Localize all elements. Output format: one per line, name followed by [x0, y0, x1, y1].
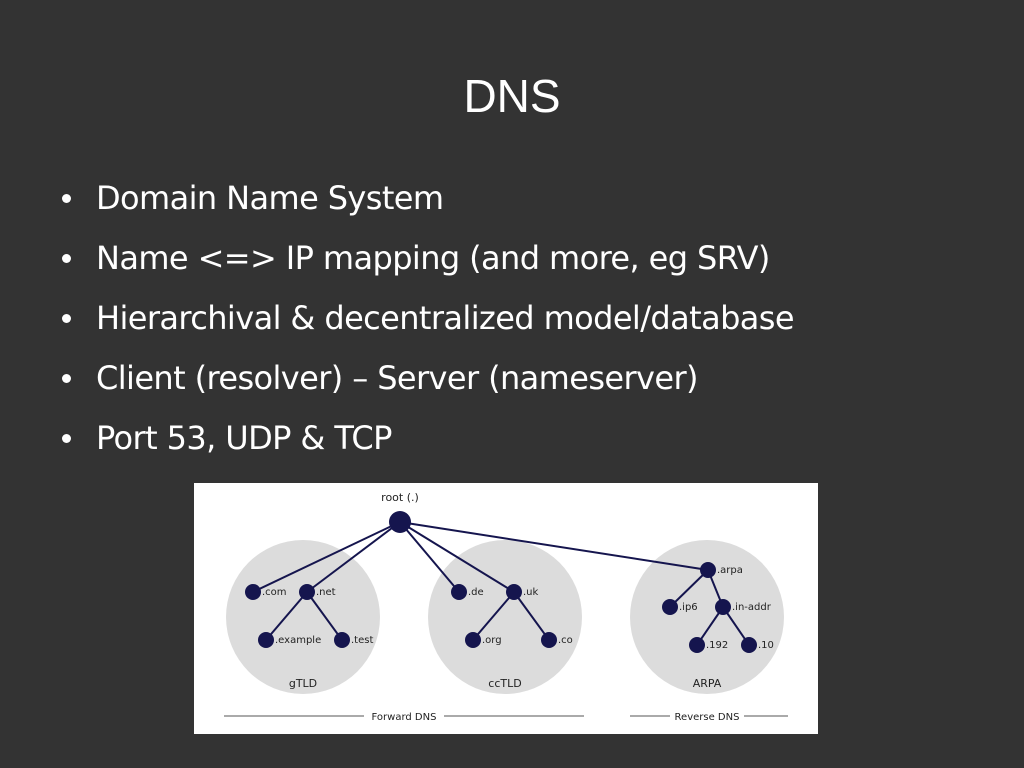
root-node	[389, 511, 411, 533]
n192-node	[689, 637, 705, 653]
bullet-list: Domain Name System Name <=> IP mapping (…	[58, 172, 795, 472]
bullet-item: Hierarchival & decentralized model/datab…	[58, 292, 795, 352]
bullet-item: Domain Name System	[58, 172, 794, 232]
bullet-text: Client (resolver) – Server (nameserver)	[96, 359, 699, 397]
org-node	[465, 632, 481, 648]
uk-label: .uk	[523, 587, 539, 598]
edge-root-com	[252, 521, 401, 593]
com-label: .com	[262, 587, 287, 598]
cctld-group-circle	[428, 540, 582, 694]
bullet-dot-icon	[62, 314, 71, 323]
reverse-dns-label: Reverse DNS	[675, 712, 740, 723]
cctld-label: ccTLD	[488, 677, 521, 690]
arpa-group-circle	[630, 540, 784, 694]
arpa-label: .arpa	[717, 565, 743, 576]
edge-root-de	[399, 521, 460, 593]
edge-net-test	[306, 591, 343, 641]
ip6-label: .ip6	[679, 602, 698, 613]
test-node	[334, 632, 350, 648]
bullet-item: Client (resolver) – Server (nameserver)	[58, 352, 794, 412]
ip6-node	[662, 599, 678, 615]
n10-label: .10	[758, 640, 774, 651]
edge-uk-org	[472, 591, 515, 641]
net-node	[299, 584, 315, 600]
edge-uk-co	[513, 591, 550, 641]
bullet-dot-icon	[62, 254, 71, 263]
dns-tree-svg: root (.) .com .net .example .test .de .u…	[224, 491, 788, 723]
edge-net-example	[265, 591, 308, 641]
example-node	[258, 632, 274, 648]
bullet-item: Name <=> IP mapping (and more, eg SRV)	[58, 232, 794, 292]
org-label: .org	[482, 635, 502, 646]
edge-root-net	[306, 521, 401, 593]
inaddr-node	[715, 599, 731, 615]
de-label: .de	[468, 587, 484, 598]
co-node	[541, 632, 557, 648]
edge-arpa-ip6	[669, 569, 709, 608]
edge-root-arpa	[399, 521, 709, 571]
root-label: root (.)	[381, 491, 419, 504]
bullet-text: Hierarchival & decentralized model/datab…	[96, 299, 795, 337]
uk-node	[506, 584, 522, 600]
bullet-dot-icon	[62, 194, 71, 203]
tree-nodes	[245, 511, 757, 653]
bullet-text: Domain Name System	[96, 179, 444, 217]
example-label: .example	[275, 635, 321, 646]
forward-dns-label: Forward DNS	[372, 712, 437, 723]
dns-hierarchy-diagram: root (.) .com .net .example .test .de .u…	[194, 483, 818, 734]
inaddr-label: .in-addr	[732, 602, 772, 613]
de-node	[451, 584, 467, 600]
slide-title: DNS	[463, 70, 561, 122]
test-label: .test	[351, 635, 373, 646]
arpa-node	[700, 562, 716, 578]
bullet-item: Port 53, UDP & TCP	[58, 412, 794, 472]
gtld-group-circle	[226, 540, 380, 694]
edge-root-uk	[399, 521, 515, 593]
com-node	[245, 584, 261, 600]
co-label: .co	[558, 635, 573, 646]
n10-node	[741, 637, 757, 653]
bullet-dot-icon	[62, 434, 71, 443]
arpa-group-label: ARPA	[693, 677, 722, 690]
bullet-text: Name <=> IP mapping (and more, eg SRV)	[96, 239, 770, 277]
net-label: .net	[316, 587, 336, 598]
bullet-text: Port 53, UDP & TCP	[96, 419, 392, 457]
bullet-dot-icon	[62, 374, 71, 383]
n192-label: .192	[706, 640, 728, 651]
gtld-label: gTLD	[289, 677, 317, 690]
